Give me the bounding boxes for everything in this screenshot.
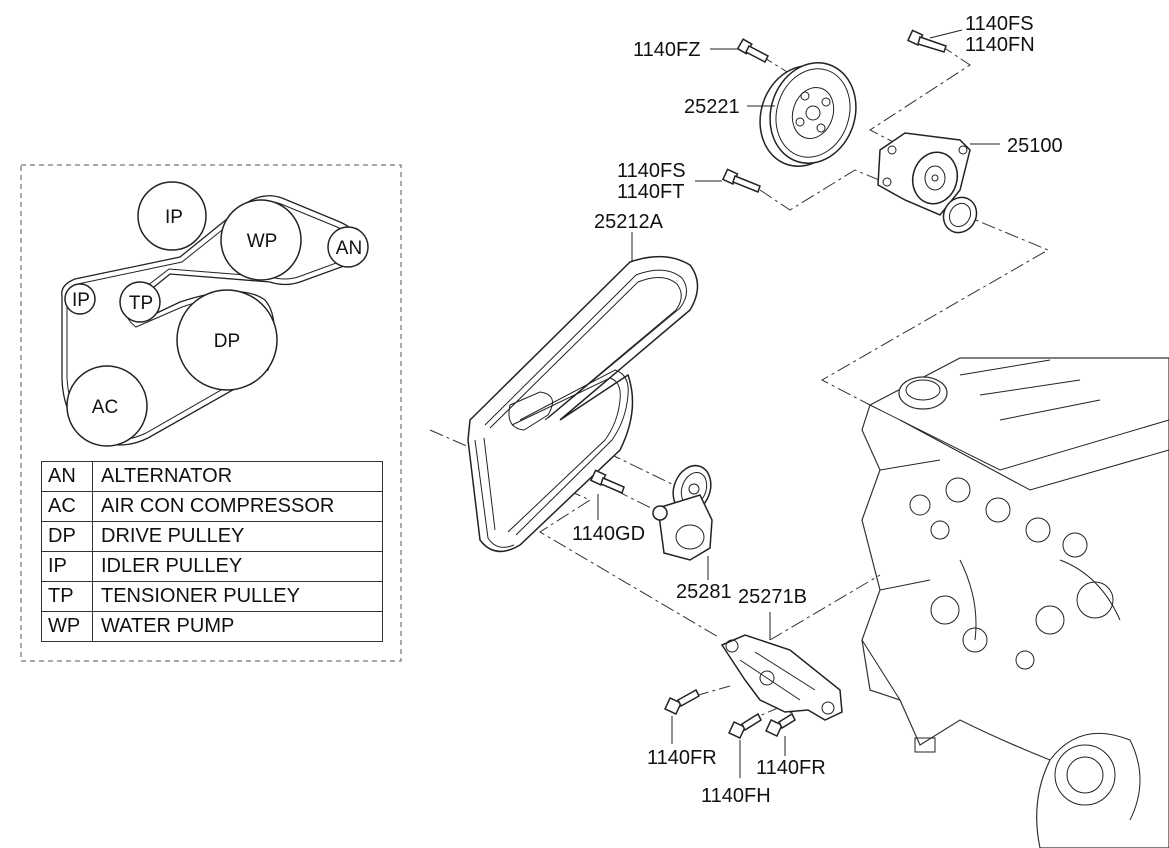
inset-alternator-pulley bbox=[327, 226, 369, 268]
bolts bbox=[589, 29, 947, 739]
legend-name: IDLER PULLEY bbox=[92, 551, 383, 582]
legend-code: AC bbox=[41, 491, 93, 522]
tensioner-bracket-25271b bbox=[720, 634, 843, 721]
bolt-1140fr-right-graphic bbox=[765, 712, 796, 737]
legend-name: AIR CON COMPRESSOR bbox=[92, 491, 383, 522]
legend-row: DP DRIVE PULLEY bbox=[41, 521, 383, 552]
legend-name: ALTERNATOR bbox=[92, 461, 383, 492]
inset-label-ip-left: IP bbox=[72, 290, 90, 311]
inset-label-an: AN bbox=[336, 238, 362, 259]
part-number-labels: 1140FZ 1140FS 1140FN 25221 25100 1140FS … bbox=[572, 13, 1063, 807]
label-1140fs-mid: 1140FS bbox=[617, 160, 686, 182]
inset-label-tp: TP bbox=[129, 293, 153, 314]
legend-code: WP bbox=[41, 611, 93, 642]
inset-label-dp: DP bbox=[214, 331, 240, 352]
legend-row: AN ALTERNATOR bbox=[41, 461, 383, 492]
label-1140fz: 1140FZ bbox=[633, 39, 700, 61]
label-25100: 25100 bbox=[1007, 135, 1063, 157]
bolt-1140fh-graphic bbox=[728, 712, 762, 739]
legend-row: IP IDLER PULLEY bbox=[41, 551, 383, 582]
label-1140fn: 1140FN bbox=[965, 34, 1035, 56]
label-25221: 25221 bbox=[684, 96, 740, 118]
label-1140fr-left: 1140FR bbox=[647, 747, 717, 769]
legend-name: DRIVE PULLEY bbox=[92, 521, 383, 552]
belt-layout-inset: IP WP AN IP TP DP AC bbox=[20, 164, 402, 662]
bolt-1140fz-graphic bbox=[736, 38, 769, 64]
inset-aircon-pulley bbox=[66, 365, 148, 447]
inset-label-wp: WP bbox=[247, 231, 278, 252]
water-pump-25100 bbox=[877, 132, 978, 234]
label-1140gd: 1140GD bbox=[572, 523, 645, 545]
legend-code: DP bbox=[41, 521, 93, 552]
inset-label-ac: AC bbox=[92, 397, 118, 418]
inset-tensioner-pulley bbox=[119, 281, 161, 323]
label-1140ft: 1140FT bbox=[617, 181, 684, 203]
serpentine-belt-25212a bbox=[467, 255, 699, 553]
legend-row: AC AIR CON COMPRESSOR bbox=[41, 491, 383, 522]
inset-drive-pulley bbox=[176, 289, 278, 391]
legend-row: WP WATER PUMP bbox=[41, 611, 383, 642]
tensioner-25281 bbox=[652, 464, 713, 561]
callout-leaders bbox=[597, 29, 1000, 778]
label-25212a: 25212A bbox=[594, 211, 664, 233]
bolt-1140fr-left-graphic bbox=[664, 688, 700, 715]
label-1140fr-right: 1140FR bbox=[756, 757, 826, 779]
label-25281: 25281 bbox=[676, 581, 732, 603]
engine-block bbox=[861, 357, 1169, 848]
bolt-1140fs-mid-graphic bbox=[721, 168, 761, 193]
legend-code: TP bbox=[41, 581, 93, 612]
legend-name: TENSIONER PULLEY bbox=[92, 581, 383, 612]
inset-label-ip-top: IP bbox=[165, 207, 183, 228]
inset-water-pump-pulley bbox=[220, 199, 302, 281]
label-25271b: 25271B bbox=[738, 586, 807, 608]
legend-name: WATER PUMP bbox=[92, 611, 383, 642]
label-1140fh: 1140FH bbox=[701, 785, 771, 807]
inset-dashed-border bbox=[20, 164, 402, 662]
bolt-1140fs-top-graphic bbox=[906, 29, 947, 53]
legend-code: IP bbox=[41, 551, 93, 582]
water-pump-pulley-25221 bbox=[759, 62, 857, 167]
bolt-1140gd-graphic bbox=[589, 469, 625, 495]
inset-idler-pulley-left bbox=[64, 283, 96, 315]
legend-code: AN bbox=[41, 461, 93, 492]
inset-idler-pulley-top bbox=[137, 181, 207, 251]
legend-row: TP TENSIONER PULLEY bbox=[41, 581, 383, 612]
label-1140fs-top: 1140FS bbox=[965, 13, 1034, 35]
legend-table: AN ALTERNATOR AC AIR CON COMPRESSOR DP D… bbox=[41, 461, 383, 642]
